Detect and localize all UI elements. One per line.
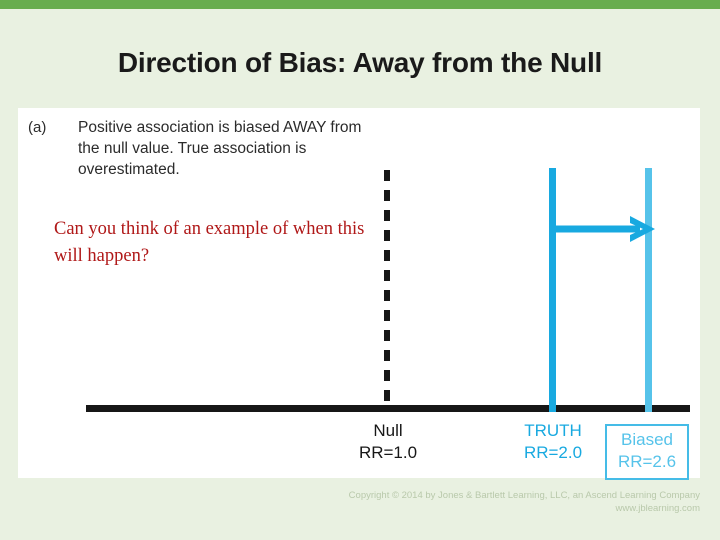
axis-label-null-name: Null bbox=[373, 421, 403, 440]
figure-caption: Positive association is biased AWAY from… bbox=[78, 119, 362, 178]
bias-arrow-right-icon bbox=[550, 216, 655, 242]
truth-marker-line bbox=[549, 168, 556, 412]
panel-letter: (a) bbox=[28, 119, 47, 136]
top-accent-bar bbox=[0, 0, 720, 9]
axis-label-biased-name: Biased bbox=[621, 430, 673, 449]
axis-label-truth-value: RR=2.0 bbox=[523, 443, 583, 462]
discussion-question: Can you think of an example of when this… bbox=[54, 219, 365, 266]
null-reference-line bbox=[384, 170, 390, 412]
axis-label-truth-name: TRUTH bbox=[524, 421, 582, 440]
figure-panel: (a) Positive association is biased AWAY … bbox=[18, 108, 700, 480]
axis-label-truth: TRUTH RR=2.0 bbox=[488, 420, 618, 464]
axis-label-biased: Biased RR=2.6 bbox=[605, 424, 689, 480]
axis-label-biased-value: RR=2.6 bbox=[617, 452, 677, 471]
axis-label-null: Null RR=1.0 bbox=[318, 420, 458, 464]
copyright-line-2: www.jblearning.com bbox=[615, 503, 700, 514]
copyright-line-1: Copyright © 2014 by Jones & Bartlett Lea… bbox=[348, 490, 700, 501]
page-title: Direction of Bias: Away from the Null bbox=[117, 47, 603, 78]
copyright-footer: Copyright © 2014 by Jones & Bartlett Lea… bbox=[18, 489, 700, 515]
biased-marker-line bbox=[645, 168, 652, 412]
axis-label-null-value: RR=1.0 bbox=[358, 443, 418, 462]
